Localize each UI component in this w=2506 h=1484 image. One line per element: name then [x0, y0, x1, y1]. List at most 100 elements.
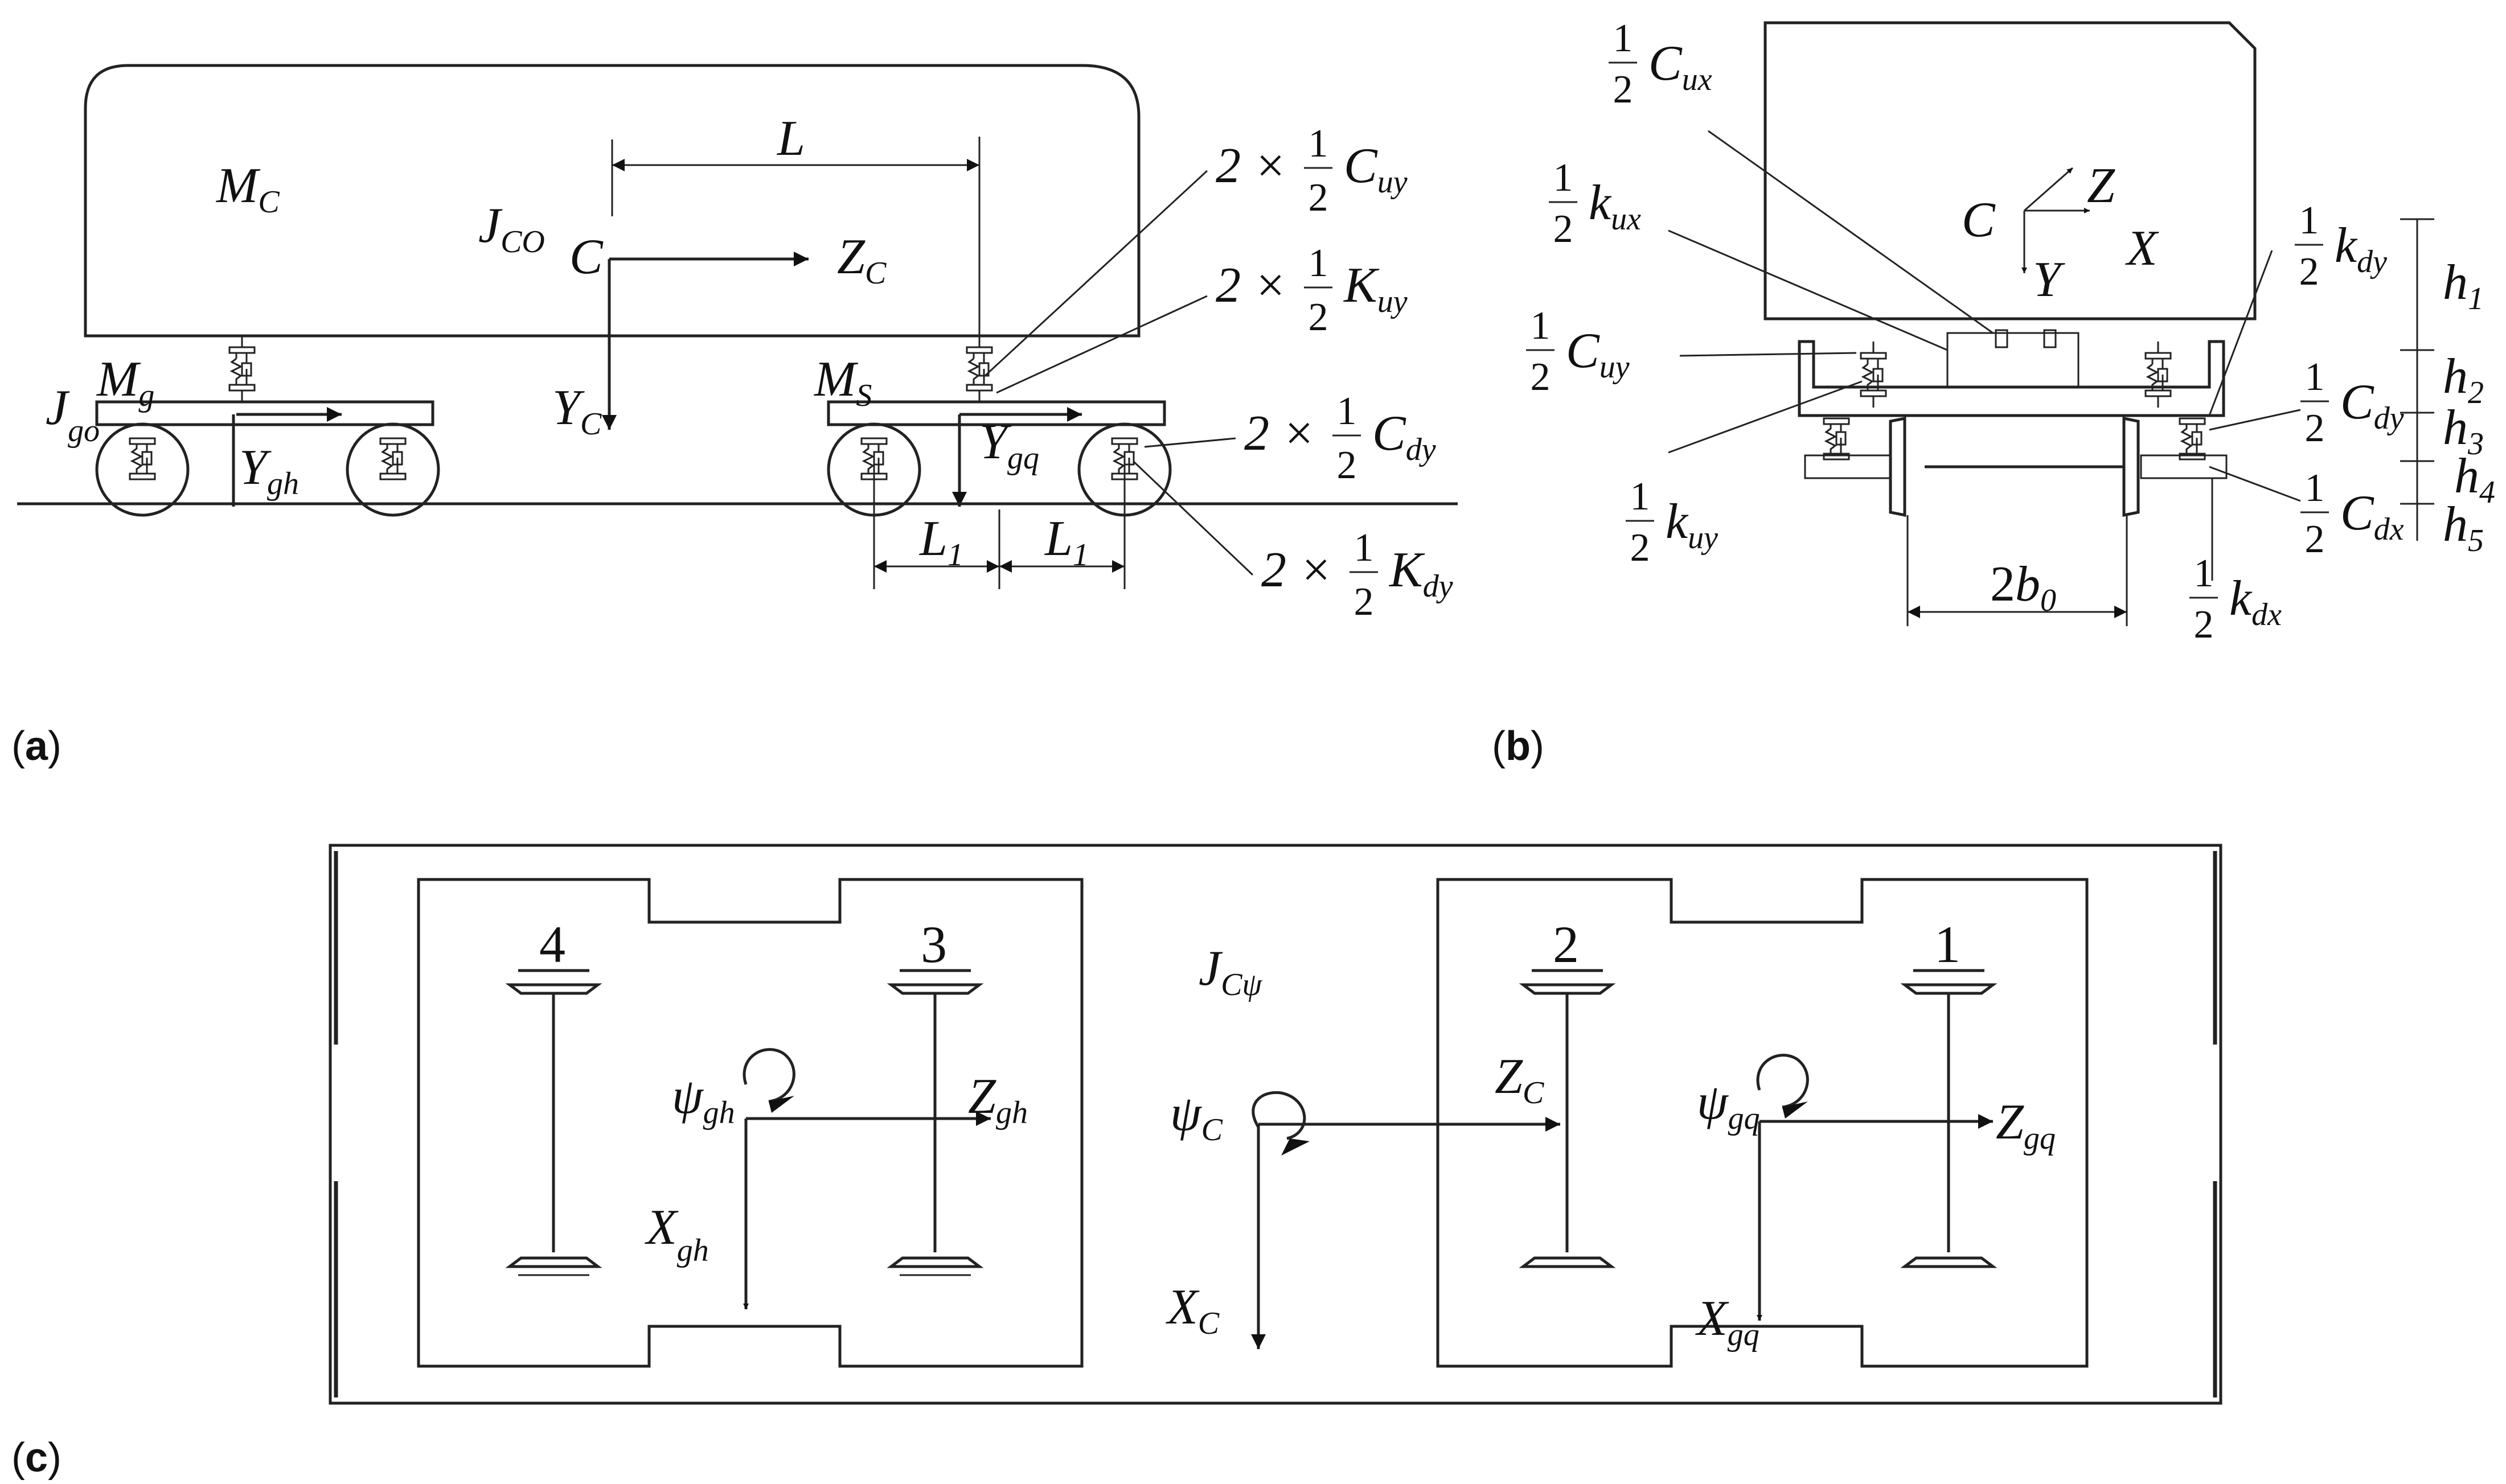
- wheelset-2: 2: [1519, 915, 1616, 1268]
- leader-kux: [1668, 229, 1948, 351]
- callout-cuy-b: 1 2 Cuy: [1526, 304, 1630, 399]
- label-yc: YC: [552, 380, 602, 442]
- yaw-arc-gq: [1756, 1054, 1809, 1109]
- svg-text:2: 2: [1337, 443, 1357, 487]
- svg-text:Cdy: Cdy: [2340, 375, 2404, 436]
- label-ms: MS: [813, 352, 872, 413]
- svg-text:2 ×: 2 ×: [1244, 406, 1315, 461]
- label-mg: Mg: [96, 352, 154, 413]
- svg-text:kdy: kdy: [2335, 218, 2387, 279]
- label-z-front: Z: [2087, 158, 2115, 213]
- primary-susp-front-right: [2179, 417, 2206, 461]
- wheelset-label-4: 4: [539, 915, 565, 973]
- primary-suspension-1-left: [129, 437, 156, 480]
- label-xgq: Xgq: [1695, 1291, 1759, 1353]
- bogie-frame-right: [827, 400, 1166, 426]
- svg-text:1: 1: [1354, 526, 1374, 570]
- label-jgo: Jgo: [46, 380, 100, 449]
- damper-cux-left: [1995, 329, 2008, 348]
- bogie-frame-front: [1798, 340, 2225, 417]
- svg-text:1: 1: [2194, 552, 2214, 595]
- label-jco: JCO: [478, 198, 545, 260]
- callout-cdx: 1 2 Cdx: [2300, 466, 2404, 561]
- label-h2: h2: [2443, 349, 2484, 410]
- callout-kdy: 2 × 1 2 Kdy: [1261, 526, 1453, 624]
- label-h3: h3: [2443, 400, 2484, 462]
- svg-text:2: 2: [1309, 295, 1328, 339]
- svg-text:1: 1: [2305, 466, 2325, 510]
- label-h5: h5: [2443, 497, 2484, 558]
- callout-cdy: 2 × 1 2 Cdy: [1244, 389, 1436, 487]
- svg-text:2 ×: 2 ×: [1216, 138, 1287, 194]
- svg-text:1: 1: [1309, 122, 1328, 166]
- label-ygh: Ygh: [239, 440, 299, 501]
- wheelset-label-3: 3: [921, 915, 947, 973]
- svg-text:Kuy: Kuy: [1343, 258, 1408, 319]
- wheel-2-left: [346, 422, 440, 517]
- wheelset-label-2: 2: [1553, 915, 1579, 973]
- label-c-cog: C: [569, 229, 604, 285]
- primary-suspension-2-left: [379, 437, 407, 480]
- svg-text:Cux: Cux: [1648, 36, 1712, 97]
- svg-text:2: 2: [2305, 517, 2325, 561]
- svg-text:2: 2: [2305, 406, 2325, 450]
- damper-cux-right: [2043, 329, 2057, 348]
- secondary-suspension-right: [966, 335, 993, 403]
- label-zgq: Zgq: [1996, 1095, 2056, 1156]
- svg-text:Kdy: Kdy: [1388, 542, 1453, 604]
- leader-cux: [1708, 130, 1994, 334]
- svg-text:1: 1: [1553, 156, 1573, 200]
- bogie-rear-outline: [417, 878, 1084, 1368]
- bogie-front-outline: [1436, 878, 2089, 1368]
- leader-kuy-b: [1668, 380, 1863, 454]
- svg-text:kdx: kdx: [2229, 571, 2282, 632]
- label-psic: ψC: [1170, 1086, 1223, 1148]
- callout-cuy: 2 × 1 2 Cuy: [1216, 122, 1408, 220]
- yaw-arc-gh: [743, 1048, 795, 1103]
- leader-kdy: [1132, 460, 1254, 576]
- label-zgh: Zgh: [968, 1069, 1028, 1131]
- svg-text:1: 1: [1613, 17, 1633, 60]
- svg-text:Cdx: Cdx: [2340, 486, 2404, 547]
- svg-text:2: 2: [1309, 176, 1328, 220]
- yaw-arrow-gq: [1782, 1101, 1808, 1119]
- svg-text:2: 2: [1354, 580, 1374, 624]
- svg-text:2: 2: [2194, 603, 2214, 647]
- label-l: L: [776, 111, 805, 166]
- wheel-front-left: [1889, 416, 1906, 517]
- car-body: [84, 64, 1141, 338]
- leader-cdy: [1144, 437, 1236, 448]
- axlebox-left: [1804, 454, 1892, 479]
- axis-z-front: [2024, 167, 2073, 212]
- panel-c: JCψ 4 3 2 1: [11, 844, 2222, 1481]
- svg-text:1: 1: [1309, 241, 1328, 285]
- svg-text:2: 2: [1630, 526, 1650, 570]
- label-psigq: ψgq: [1697, 1075, 1760, 1136]
- svg-text:Cdy: Cdy: [1372, 406, 1436, 467]
- panel-label-a: (a): [11, 723, 61, 769]
- wheelset-label-1: 1: [1934, 915, 1960, 973]
- car-body-plan: [329, 844, 2222, 1405]
- label-psigh: ψgh: [672, 1069, 735, 1131]
- leader-kuy: [996, 295, 1208, 394]
- callout-kux: 1 2 kux: [1549, 156, 1641, 251]
- svg-text:2: 2: [1531, 355, 1551, 399]
- label-xc-plan: XC: [1166, 1280, 1220, 1341]
- yaw-arc-c: [1252, 1091, 1306, 1140]
- callout-cux: 1 2 Cux: [1609, 17, 1712, 112]
- label-l1-left: L1: [918, 511, 963, 573]
- leader-cuy-b: [1679, 352, 1857, 357]
- label-c-front: C: [1962, 192, 1996, 248]
- svg-text:1: 1: [2305, 355, 2325, 399]
- label-x-front: X: [2125, 221, 2159, 276]
- svg-text:1: 1: [1337, 389, 1357, 433]
- label-zc: ZC: [837, 229, 887, 291]
- leader-cdx: [2209, 466, 2301, 502]
- svg-text:Cuy: Cuy: [1566, 323, 1630, 385]
- callout-cdy-b: 1 2 Cdy: [2300, 355, 2404, 450]
- wheel-front-right: [2122, 416, 2140, 517]
- svg-text:2 ×: 2 ×: [1261, 542, 1332, 598]
- bolster: [1946, 332, 2080, 388]
- label-zc-plan: ZC: [1495, 1049, 1544, 1111]
